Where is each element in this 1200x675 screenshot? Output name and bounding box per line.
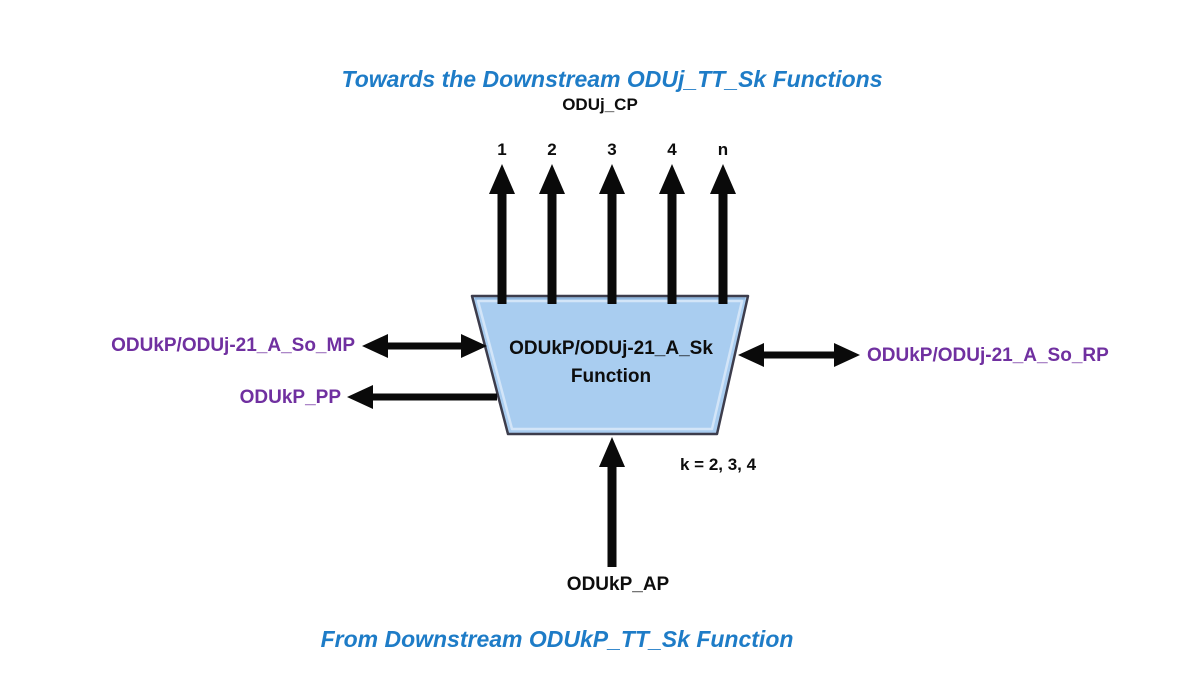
- function-block-word: Function: [570, 366, 652, 387]
- mp-label: ODUkP/ODUj-21_A_So_MP: [111, 335, 355, 356]
- top-title: Towards the Downstream ODUj_TT_Sk Functi…: [341, 66, 883, 92]
- cp-arrow-1: [489, 164, 515, 304]
- oduj-cp-label: ODUj_CP: [562, 95, 638, 114]
- port-label-2: 2: [547, 140, 557, 159]
- cp-arrow-2: [539, 164, 565, 304]
- port-label-n: n: [717, 140, 729, 159]
- port-label-3: 3: [607, 140, 617, 159]
- bottom-title: From Downstream ODUkP_TT_Sk Function: [320, 626, 794, 652]
- pp-arrow: [347, 385, 497, 409]
- ap-label: ODUkP_AP: [566, 574, 670, 595]
- cp-arrow-3: [599, 164, 625, 304]
- rp-double-arrow: [738, 343, 860, 367]
- k-note-label: k = 2, 3, 4: [680, 455, 757, 474]
- ap-arrow: [599, 437, 625, 567]
- cp-arrow-4: [659, 164, 685, 304]
- port-label-4: 4: [667, 140, 677, 159]
- function-block-name: ODUkP/ODUj-21_A_Sk: [509, 338, 713, 359]
- port-label-1: 1: [497, 140, 507, 159]
- function-trapezoid-body: [470, 294, 750, 436]
- mp-double-arrow: [362, 334, 487, 358]
- cp-arrow-n: [710, 164, 736, 304]
- function-block-label: ODUkP/ODUj-21_A_Sk Function: [509, 335, 713, 391]
- function-trapezoid: [470, 294, 750, 436]
- rp-label: ODUkP/ODUj-21_A_So_RP: [867, 345, 1109, 366]
- function-trapezoid-bevel: [476, 299, 744, 431]
- pp-label: ODUkP_PP: [239, 387, 341, 408]
